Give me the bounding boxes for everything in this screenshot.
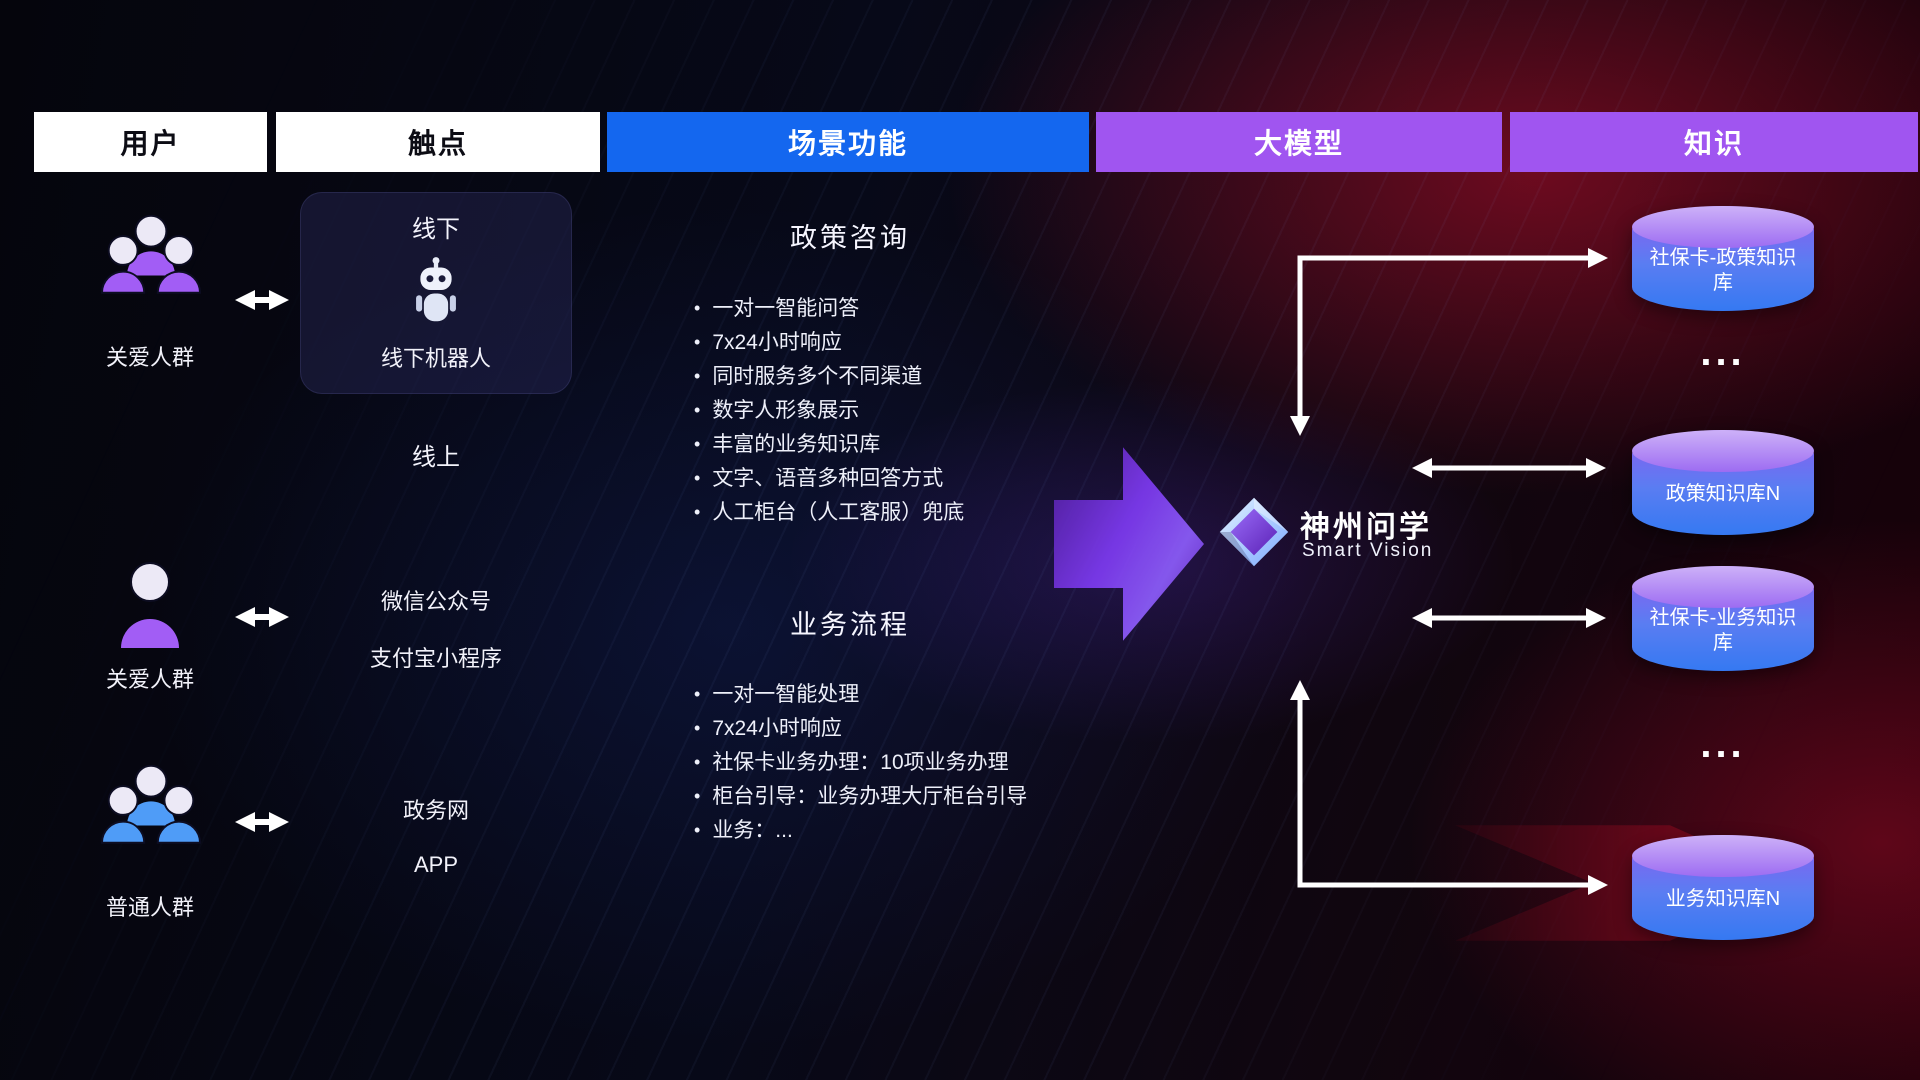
touchpoint-app: APP	[413, 852, 459, 877]
scenario-bullet: 一对一智能处理	[694, 684, 1027, 706]
kb-cylinder-business-ssc: 社保卡-业务知识库	[1632, 566, 1814, 671]
header-label: 大模型	[1253, 128, 1344, 159]
scenario-policy-list: 一对一智能问答 7x24小时响应 同时服务多个不同渠道 数字人形象展示 丰富的业…	[694, 298, 964, 536]
offline-robot-label: 线下机器人	[380, 346, 491, 371]
logo-diamond-icon	[1218, 496, 1290, 573]
kb-cylinder-policy-n: 政策知识库N	[1632, 430, 1814, 535]
logo-name: 神州问学	[1300, 511, 1432, 544]
header-col-model: 大模型	[1096, 112, 1502, 172]
robot-icon	[410, 255, 462, 330]
general-group-icon	[88, 762, 214, 867]
scenario-bullet: 文字、语音多种回答方式	[694, 468, 964, 490]
kb-label: 业务知识库N	[1665, 888, 1781, 910]
offline-card: 线下 线下机器人	[300, 192, 572, 394]
scenario-bullet: 业务：...	[694, 820, 1027, 842]
touchpoint-wechat: 微信公众号	[380, 589, 491, 614]
header-col-knowledge: 知识	[1510, 112, 1918, 172]
touchpoint-govweb: 政务网	[402, 798, 469, 823]
offline-title: 线下	[412, 216, 460, 243]
scenario-bullet: 7x24小时响应	[694, 332, 964, 354]
kb-label: 政策知识库N	[1665, 483, 1781, 505]
kb-ellipsis: ...	[1700, 330, 1746, 374]
kb-label: 社保卡-政策知识库	[1649, 246, 1797, 294]
care-person-icon	[113, 556, 187, 659]
scenario-bullet: 社保卡业务办理：10项业务办理	[694, 752, 1027, 774]
touchpoint-alipay: 支付宝小程序	[369, 646, 502, 671]
kb-cylinder-business-n: 业务知识库N	[1632, 835, 1814, 940]
online-title: 线上	[412, 444, 460, 471]
scenario-bullet: 一对一智能问答	[694, 298, 964, 320]
header-col-users: 用户	[34, 112, 267, 172]
scenario-bullet: 数字人形象展示	[694, 400, 964, 422]
header-col-touchpoints: 触点	[276, 112, 600, 172]
user-general-label: 普通人群	[105, 895, 194, 920]
flow-arrow-icon	[1054, 447, 1204, 641]
scenario-bullet: 柜台引导：业务办理大厅柜台引导	[694, 786, 1027, 808]
header-label: 用户	[120, 128, 181, 159]
kb-cylinder-policy-ssc: 社保卡-政策知识库	[1632, 206, 1814, 311]
logo-subtitle: Smart Vision	[1302, 540, 1434, 561]
user-person-label: 关爱人群	[105, 667, 194, 692]
scenario-policy-title: 政策咨询	[790, 223, 910, 253]
care-group-icon	[88, 212, 214, 317]
scenario-process-list: 一对一智能处理 7x24小时响应 社保卡业务办理：10项业务办理 柜台引导：业务…	[694, 684, 1027, 854]
header-label: 知识	[1683, 128, 1744, 159]
scenario-bullet: 7x24小时响应	[694, 718, 1027, 740]
scenario-process-title: 业务流程	[790, 610, 910, 640]
scenario-bullet: 同时服务多个不同渠道	[694, 366, 964, 388]
scenario-bullet: 人工柜台（人工客服）兜底	[694, 502, 964, 524]
kb-label: 社保卡-业务知识库	[1649, 606, 1797, 654]
header-col-scenarios: 场景功能	[607, 112, 1089, 172]
header-label: 场景功能	[787, 128, 908, 159]
scenario-bullet: 丰富的业务知识库	[694, 434, 964, 456]
kb-ellipsis: ...	[1700, 722, 1746, 766]
user-group-label: 关爱人群	[105, 345, 194, 370]
connector-arrow-top-l	[1290, 248, 1608, 436]
header-label: 触点	[407, 128, 468, 159]
